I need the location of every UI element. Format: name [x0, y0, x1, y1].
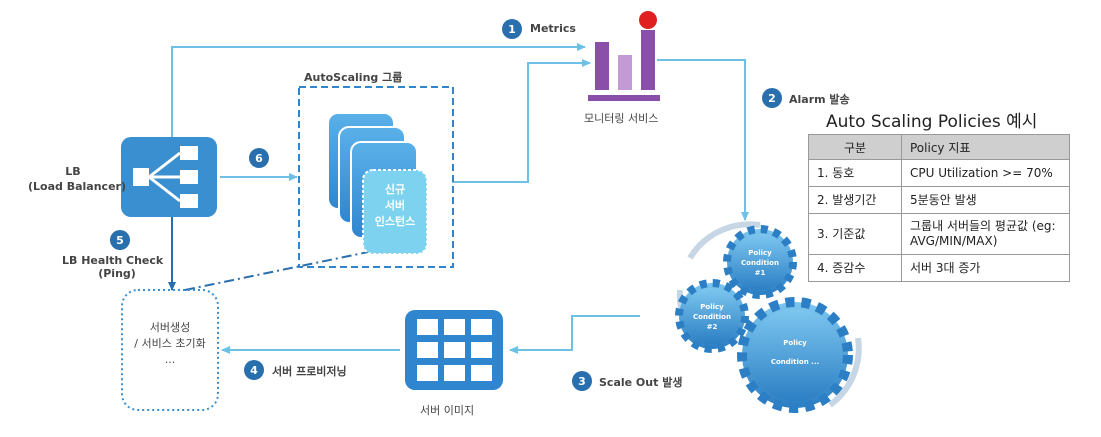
scale-out-label: Scale Out 발생 [599, 376, 683, 389]
step-badge-5: 5 [110, 230, 130, 250]
svg-text:5: 5 [116, 234, 124, 247]
alarm-line [657, 59, 749, 221]
table-row: 1. 동호 CPU Utilization >= 70% [808, 159, 1070, 187]
svg-text:1: 1 [508, 23, 516, 36]
health-check-label: LB Health Check [62, 254, 164, 267]
health-check-sub-label: (Ping) [98, 267, 136, 280]
svg-text:6: 6 [255, 152, 263, 165]
step-badge-6: 6 [249, 148, 269, 168]
gear-1-line2: Condition [741, 259, 779, 267]
alarm-label: Alarm 발송 [789, 93, 850, 106]
gear-1-line1: Policy [748, 249, 772, 257]
policy-cell: 그룹내 서버들의 평균값 (eg: AVG/MIN/MAX) [901, 213, 1070, 255]
policy-cell: 2. 발생기간 [808, 186, 902, 214]
policy-table: 구분 Policy 지표 1. 동호 CPU Utilization >= 70… [808, 134, 1070, 282]
policy-header-category: 구분 [808, 134, 902, 160]
monitoring-label: 모니터링 서비스 [584, 112, 659, 125]
policy-gears: Policy Condition #1 Policy Condition #2 … [675, 221, 862, 413]
new-instance-card [362, 169, 428, 255]
gear-2-line2: Condition [693, 313, 731, 321]
step-badges: 1 2 3 4 5 6 [110, 19, 782, 391]
load-balancer-icon [121, 137, 217, 217]
gear-3 [737, 297, 853, 413]
server-init-text: 서버생성 / 서비스 초기화 ... [125, 320, 215, 368]
policy-cell: 4. 증감수 [808, 254, 902, 282]
step-badge-1: 1 [502, 19, 522, 39]
table-row: 2. 발생기간 5분동안 발생 [808, 186, 1070, 214]
server-init-box [121, 289, 219, 411]
healthcheck-dash-line [184, 242, 403, 291]
gear-3-line1: Policy [783, 339, 807, 347]
policy-table-header-row: 구분 Policy 지표 [808, 134, 1070, 160]
server-init-line3: ... [164, 353, 176, 366]
gear-2-line1: Policy [700, 303, 724, 311]
gear-2 [675, 279, 749, 353]
monitoring-icon [588, 11, 660, 101]
new-instance-line2: 서버 [384, 199, 406, 212]
connectors [171, 43, 749, 354]
lb-full-label: (Load Balancer) [28, 180, 126, 193]
policy-cell: 서버 3대 증가 [901, 254, 1070, 282]
step-badge-3: 3 [572, 371, 592, 391]
server-init-line1: 서버생성 [149, 321, 191, 334]
policy-header-metric: Policy 지표 [901, 134, 1070, 160]
table-row: 3. 기준값 그룹내 서버들의 평균값 (eg: AVG/MIN/MAX) [808, 213, 1070, 255]
metrics-label: Metrics [530, 22, 576, 35]
policy-table-title: Auto Scaling Policies 예시 [826, 112, 1038, 132]
server-init-line2: / 서비스 초기화 [134, 337, 206, 350]
svg-text:4: 4 [250, 364, 258, 377]
provisioning-label: 서버 프로비저닝 [272, 365, 347, 378]
svg-text:3: 3 [578, 375, 586, 388]
svg-text:2: 2 [768, 92, 776, 105]
server-image-label: 서버 이미지 [420, 404, 475, 417]
policy-cell: 1. 동호 [808, 159, 902, 187]
policy-cell: 5분동안 발생 [901, 186, 1070, 214]
policy-cell: CPU Utilization >= 70% [901, 159, 1070, 187]
autoscaling-group-label: AutoScaling 그룹 [304, 71, 403, 84]
gear-1-line3: #1 [755, 269, 766, 277]
table-row: 4. 증감수 서버 3대 증가 [808, 254, 1070, 282]
scaleout-line [509, 315, 640, 354]
step-badge-4: 4 [244, 360, 264, 380]
server-image-icon [405, 310, 503, 390]
step-badge-2: 2 [762, 88, 782, 108]
policy-cell: 3. 기준값 [808, 213, 902, 255]
new-instance-line3: 인스턴스 [374, 215, 416, 228]
gear-3-line2: Condition ... [771, 358, 819, 366]
autoscaling-group-box [298, 86, 454, 268]
gear-2-line3: #2 [707, 323, 718, 331]
lb-label: LB [65, 165, 81, 178]
new-instance-line1: 신규 [384, 183, 406, 196]
metrics-line [171, 43, 586, 140]
gear-1 [723, 225, 797, 299]
new-instance-text: 신규 서버 인스턴스 [364, 172, 426, 264]
group-to-monitor-line [452, 59, 591, 183]
